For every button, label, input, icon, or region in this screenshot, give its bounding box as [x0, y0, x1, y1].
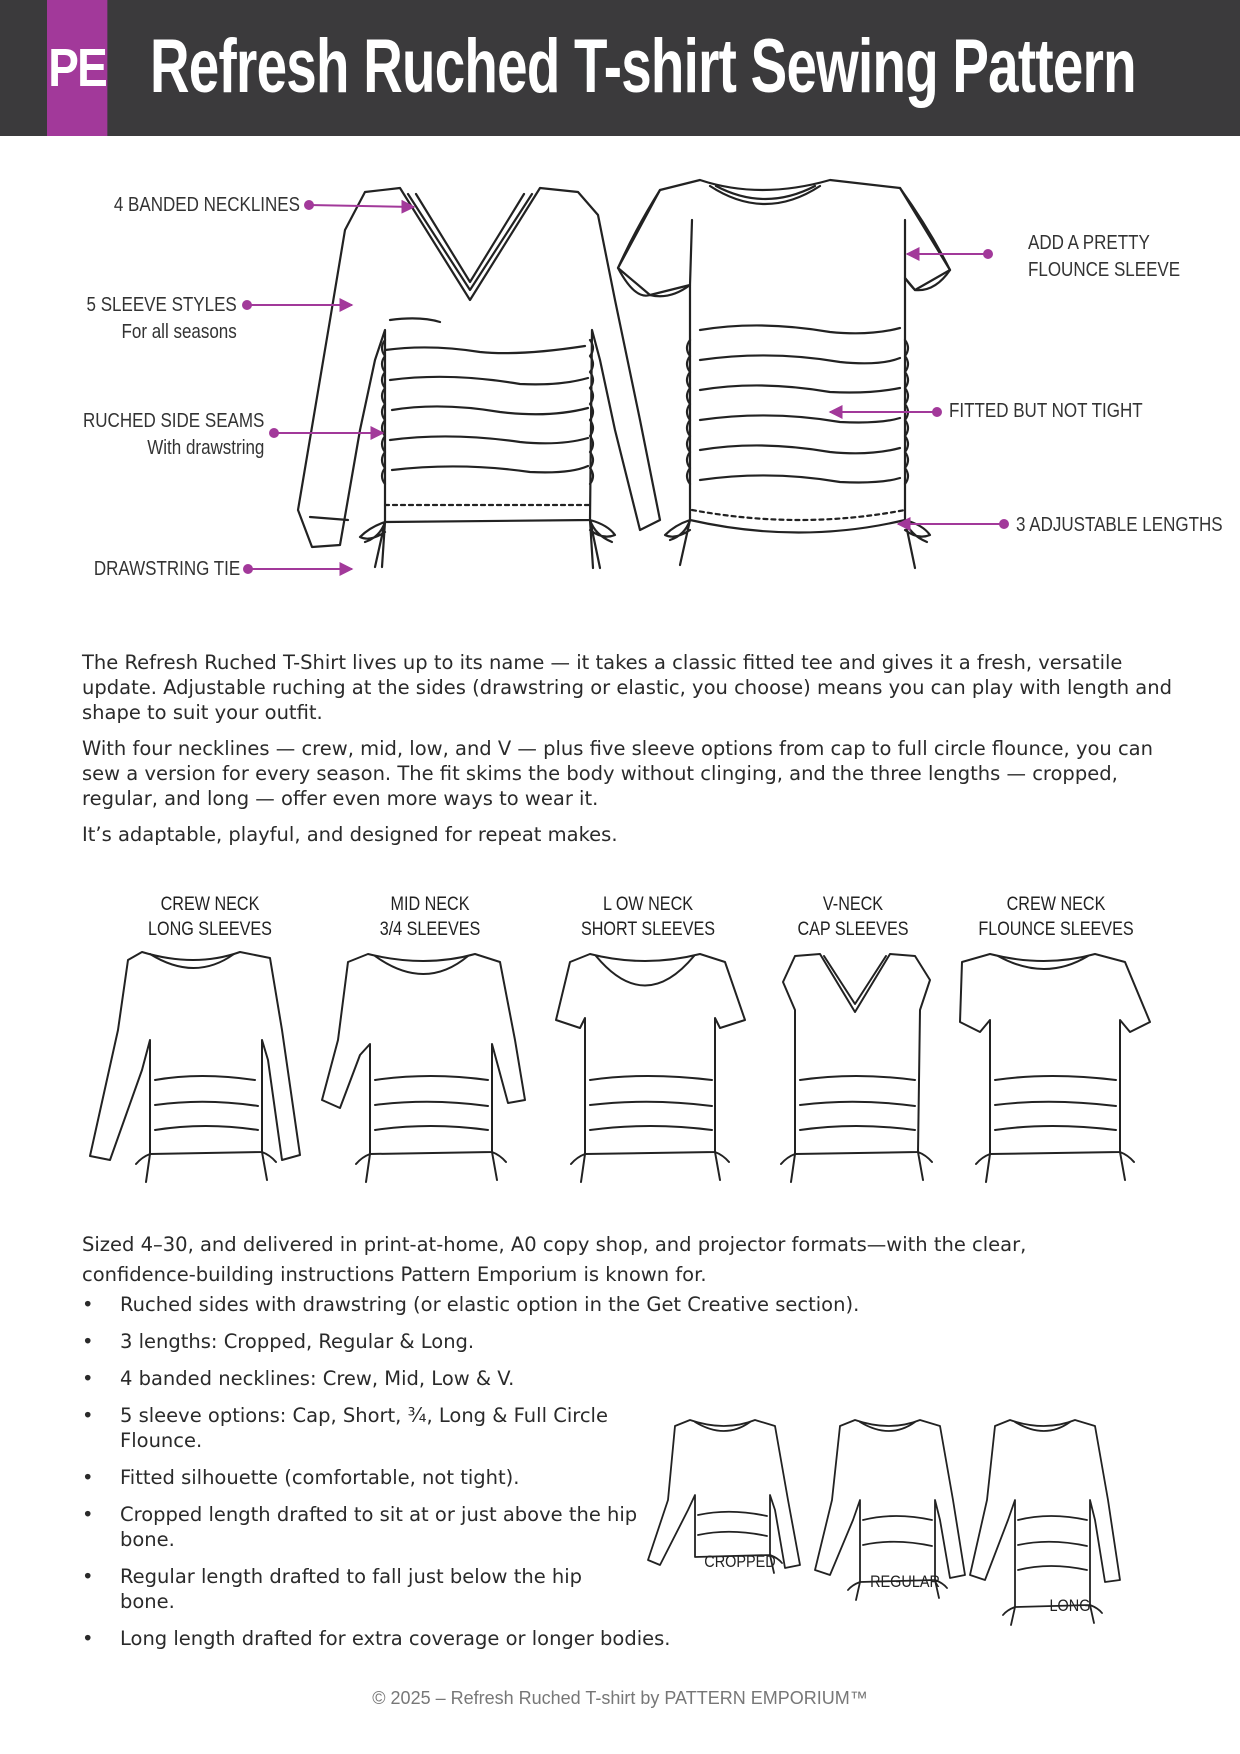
arrow-flounce [905, 247, 993, 261]
variation-sleeve-2: 3/4 SLEEVES [379, 919, 481, 940]
cropped-shirt-icon [647, 1419, 801, 1574]
feature-item: Fitted silhouette (comfortable, not tigh… [82, 1465, 642, 1490]
variation-neck-2: MID NECK [390, 894, 470, 915]
page-title: Refresh Ruched T-shirt Sewing Pattern [150, 24, 1137, 109]
label-sleeve-styles-sub: For all seasons [121, 321, 237, 343]
length-label-cropped: CROPPED [704, 1552, 776, 1571]
crewneck-flounce-shirt-icon [616, 178, 952, 570]
arrow-drawstring [243, 562, 354, 576]
label-flounce-sleeve: ADD A PRETTY FLOUNCE SLEEVE [1028, 230, 1180, 284]
feature-item: 4 banded necklines: Crew, Mid, Low & V. [82, 1366, 642, 1391]
variation-neck-3: L OW NECK [602, 894, 694, 915]
crew-neck-flounce-shirt-icon [959, 953, 1151, 1183]
label-drawstring-tie: DRAWSTRING TIE [93, 558, 240, 580]
vneck-longsleeve-shirt-icon [296, 186, 662, 570]
label-ruched-seams-title: RUCHED SIDE SEAMS [82, 410, 264, 432]
variation-neck-4: V-NECK [822, 894, 884, 915]
feature-item: Ruched sides with drawstring (or elastic… [82, 1292, 1020, 1317]
variations-illustration [89, 951, 1151, 1183]
variation-label-2: MID NECK 3/4 SLEEVES [345, 892, 515, 942]
label-flounce-2: FLOUNCE SLEEVE [1028, 259, 1181, 281]
sizing-paragraph: Sized 4–30, and delivered in print-at-ho… [82, 1233, 1027, 1286]
variation-label-1: CREW NECK LONG SLEEVES [125, 892, 295, 942]
feature-item: Regular length drafted to fall just belo… [82, 1564, 642, 1614]
variation-sleeve-5: FLOUNCE SLEEVES [978, 919, 1134, 940]
arrow-lengths [896, 517, 1009, 531]
intro-paragraph-2: With four necklines — crew, mid, low, an… [82, 737, 1153, 810]
intro-paragraph-1: The Refresh Ruched T-Shirt lives up to i… [82, 651, 1172, 724]
pe-logo: PE [47, 0, 108, 136]
variation-neck-5: CREW NECK [1006, 894, 1106, 915]
label-sleeve-styles: 5 SLEEVE STYLES For all seasons [87, 292, 237, 346]
label-sleeve-styles-title: 5 SLEEVE STYLES [86, 294, 237, 316]
label-banded-necklines: 4 BANDED NECKLINES [113, 194, 300, 216]
crew-long-sleeve-shirt-icon [89, 951, 301, 1183]
page-header: PE Refresh Ruched T-shirt Sewing Pattern [0, 0, 1240, 136]
variation-label-5: CREW NECK FLOUNCE SLEEVES [971, 892, 1141, 942]
feature-item: 3 lengths: Cropped, Regular & Long. [82, 1329, 642, 1354]
variation-sleeve-4: CAP SLEEVES [797, 919, 909, 940]
label-ruched-seams: RUCHED SIDE SEAMS With drawstring [83, 408, 264, 462]
variation-sleeve-3: SHORT SLEEVES [580, 919, 716, 940]
length-label-regular: REGULAR [870, 1572, 940, 1591]
vneck-cap-sleeve-shirt-icon [780, 953, 933, 1183]
long-shirt-icon [969, 1419, 1121, 1626]
feature-list: Ruched sides with drawstring (or elastic… [82, 1292, 859, 1663]
label-flounce-1: ADD A PRETTY [1028, 232, 1150, 254]
arrow-sleeve-styles [242, 298, 354, 312]
arrow-banded-necklines [304, 199, 416, 214]
label-lengths: 3 ADJUSTABLE LENGTHS [1016, 514, 1223, 536]
arrow-fitted [828, 405, 942, 419]
label-fitted: FITTED BUT NOT TIGHT [949, 400, 1143, 422]
regular-shirt-icon [814, 1419, 966, 1601]
footer-copyright: © 2025 – Refresh Ruched T-shirt by PATTE… [372, 1688, 868, 1708]
feature-item: Long length drafted for extra coverage o… [82, 1626, 820, 1651]
hero-illustration [242, 178, 1009, 576]
arrow-ruched-seams [269, 426, 385, 440]
variation-label-4: V-NECK CAP SLEEVES [768, 892, 938, 942]
feature-item: 5 sleeve options: Cap, Short, ¾, Long & … [82, 1403, 642, 1453]
low-neck-short-sleeve-shirt-icon [555, 953, 746, 1183]
lengths-illustration [647, 1419, 1121, 1626]
variation-neck-1: CREW NECK [160, 894, 260, 915]
intro-paragraph-3: It’s adaptable, playful, and designed fo… [82, 823, 618, 846]
mid-neck-three-quarter-shirt-icon [321, 953, 526, 1183]
variation-label-3: L OW NECK SHORT SLEEVES [563, 892, 733, 942]
feature-item: Cropped length drafted to sit at or just… [82, 1502, 642, 1552]
label-ruched-seams-sub: With drawstring [146, 437, 264, 459]
variation-sleeve-1: LONG SLEEVES [148, 919, 272, 940]
length-label-long: LONG [1049, 1596, 1091, 1615]
